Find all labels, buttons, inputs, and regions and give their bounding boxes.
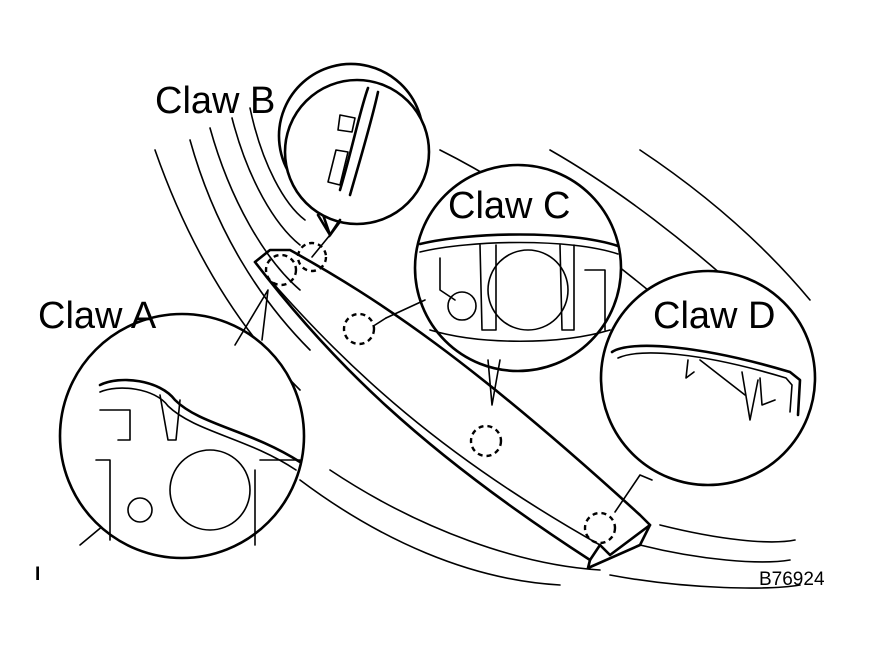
claw-a-location-marker <box>264 253 298 287</box>
claw-b-label: Claw B <box>155 80 276 122</box>
corner-mark: I <box>35 564 41 585</box>
claw-d-callout <box>599 269 817 513</box>
claw-a-callout <box>58 289 306 560</box>
claw-d-location-marker <box>583 511 617 545</box>
claw-c-second-location-marker <box>469 424 503 458</box>
claw-c-label: Claw C <box>448 185 571 227</box>
claw-c-callout <box>374 163 623 406</box>
trim-panel <box>253 248 652 570</box>
claw-d-label: Claw D <box>653 295 776 337</box>
claw-b-callout <box>277 62 431 258</box>
claw-c-location-marker <box>342 312 376 346</box>
claw-b-location-marker <box>296 241 328 273</box>
claw-a-label: Claw A <box>38 295 157 337</box>
figure-code: B76924 <box>759 569 825 590</box>
